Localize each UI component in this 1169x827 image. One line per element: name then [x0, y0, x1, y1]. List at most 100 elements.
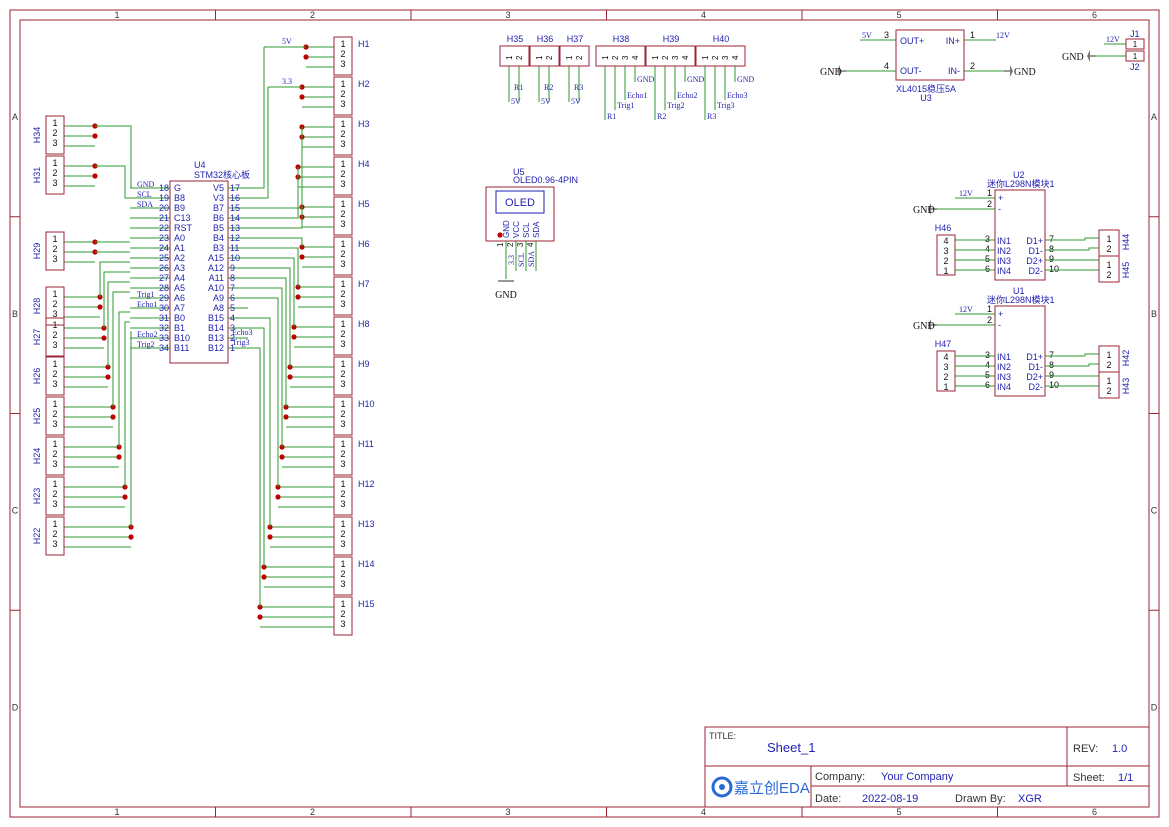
mcu-right-pin-number: 4 — [230, 313, 235, 323]
reg-net-5v: 5V — [862, 31, 872, 40]
driver-out-pin: 1 — [1106, 376, 1111, 386]
header-pin-number: 2 — [52, 409, 57, 419]
header-pin-number: 2 — [340, 449, 345, 459]
quad-header-body — [645, 45, 696, 67]
col-label-top: 2 — [310, 10, 315, 20]
logo-mark-icon-core — [719, 784, 725, 790]
oled-net-3v3: 3.3 — [507, 255, 516, 265]
mcu-right-pin-name: B12 — [208, 343, 224, 353]
regulator-body — [895, 29, 965, 81]
header-body — [333, 396, 353, 436]
quad-header-net: GND — [737, 75, 755, 84]
junction — [105, 374, 111, 380]
driver-out-pin-name: D2- — [1028, 266, 1043, 276]
driver-pin-num: 4 — [985, 360, 990, 370]
header-body — [333, 516, 353, 556]
junction — [267, 534, 273, 540]
wire-bus — [95, 165, 130, 199]
date-label: Date: — [815, 793, 841, 805]
mcu-left-pin-number: 25 — [159, 253, 169, 263]
mcu-right-pin-number: 14 — [230, 213, 240, 223]
driver-header-body — [936, 234, 956, 276]
jack-pin: 1 — [1133, 52, 1138, 61]
mcu-left-pin-number: 27 — [159, 273, 169, 283]
mcu-right-pin-number: 17 — [230, 183, 240, 193]
small-header-body — [559, 45, 590, 67]
mcu-right-pin-name: A12 — [208, 263, 224, 273]
gnd-symbol — [1004, 65, 1013, 77]
oled-ref: U5 — [513, 167, 525, 177]
rev-value: 1.0 — [1112, 743, 1127, 755]
header-pin-number: 2 — [52, 529, 57, 539]
small-header-ref: H37 — [567, 34, 584, 44]
mcu-right-pin-number: 12 — [230, 233, 240, 243]
drawn-by-label: Drawn By: — [955, 793, 1006, 805]
small-header-body — [499, 45, 530, 67]
mcu-right-pin-name: B14 — [208, 323, 224, 333]
col-label-top: 1 — [114, 10, 119, 20]
oled-net-sda: SDA — [527, 251, 536, 267]
quad-header-net: R1 — [607, 112, 616, 121]
col-label-bottom: 5 — [896, 807, 901, 817]
wire-mcu-to-header — [248, 267, 291, 367]
driver-in-pin-name: IN3 — [997, 372, 1011, 382]
mcu-left-pin-name: B1 — [174, 323, 185, 333]
mcu-left-net-label: Echo2 — [137, 330, 157, 339]
components: U4STM32核心板G18B819B920C1321RST22A023A124A… — [32, 29, 1145, 636]
logo-mark-icon — [711, 776, 733, 798]
quad-header-net: Echo3 — [727, 91, 747, 100]
header-ref: H15 — [358, 599, 375, 609]
junction — [97, 304, 103, 310]
inner-border — [19, 19, 1150, 808]
driver-out-ref: H45 — [1121, 262, 1131, 279]
driver-header-pin: 2 — [943, 256, 948, 266]
driver-power-pin-name: + — [998, 193, 1003, 203]
mcu-left-net-label: SCL — [137, 190, 152, 199]
header-body — [45, 317, 65, 357]
driver-pin-num: 1 — [987, 188, 992, 198]
reg-net-12v: 12V — [996, 31, 1010, 40]
header-ref: H8 — [358, 319, 370, 329]
small-header-pin: 1 — [535, 55, 544, 60]
header-pin-number: 3 — [52, 459, 57, 469]
junction — [287, 374, 293, 380]
wire-mcu-to-header — [248, 327, 265, 567]
driver-pin-num: 1 — [987, 304, 992, 314]
header-pin-number: 1 — [340, 319, 345, 329]
header-ref: H11 — [358, 439, 374, 449]
regulator-pin-name: IN+ — [946, 36, 960, 46]
quad-header-pin: 2 — [661, 55, 670, 60]
small-header-pin: 2 — [545, 55, 554, 60]
header-ref: H31 — [32, 167, 42, 184]
mcu-right-pin-name: B7 — [213, 203, 224, 213]
header-pin-number: 1 — [52, 158, 57, 168]
header-pin-number: 2 — [52, 369, 57, 379]
header-ref: H26 — [32, 368, 42, 385]
row-label-right: C — [1151, 506, 1158, 516]
mcu-left-pin-number: 30 — [159, 303, 169, 313]
junction — [92, 173, 98, 179]
driver-header-pin: 1 — [943, 266, 948, 276]
header-pin-number: 3 — [340, 539, 345, 549]
header-body — [45, 231, 65, 271]
header-pin-number: 3 — [340, 419, 345, 429]
header-body — [45, 115, 65, 155]
header-pin-number: 3 — [52, 254, 57, 264]
driver-pin-num: 7 — [1049, 234, 1054, 244]
header-pin-number: 3 — [340, 259, 345, 269]
junction — [261, 574, 267, 580]
header-pin-number: 2 — [340, 49, 345, 59]
mcu-ref: U4 — [194, 160, 206, 170]
header-ref: H22 — [32, 528, 42, 545]
small-header-ref: H35 — [507, 34, 524, 44]
quad-header-ref: H39 — [663, 34, 680, 44]
header-pin-number: 2 — [52, 449, 57, 459]
header-ref: H29 — [32, 243, 42, 260]
